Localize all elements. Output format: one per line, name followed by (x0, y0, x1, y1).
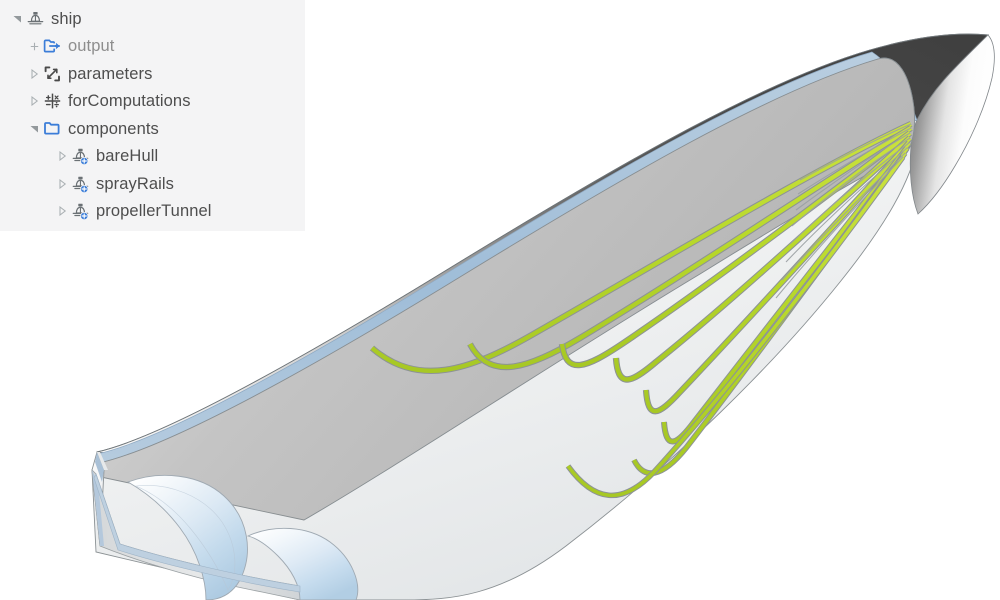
expand-arrow-expanded-icon[interactable] (10, 11, 25, 26)
tree-node-label: ship (51, 9, 82, 28)
plus-marker-icon[interactable] (27, 39, 42, 54)
spray-rail-2 (467, 125, 913, 371)
tree-node-output[interactable]: output (0, 33, 305, 61)
tree-node-label: output (68, 37, 115, 56)
spray-rail-8 (565, 155, 906, 499)
tree-node-barehull[interactable]: bareHull (0, 143, 305, 171)
parameters-resize-icon (43, 64, 65, 84)
ship-add-icon (71, 146, 93, 166)
tree-node-label: propellerTunnel (96, 202, 212, 221)
stern-top-edge (97, 452, 108, 470)
tree-node-forcomputations[interactable]: forComputations (0, 88, 305, 116)
ship-add-icon (71, 174, 93, 194)
spray-rail-3 (558, 130, 912, 369)
math-operators-icon (43, 91, 65, 111)
stern-assembly (91, 450, 359, 600)
ship-icon (26, 9, 48, 29)
tree-node-propellertunnel[interactable]: propellerTunnel (0, 198, 305, 226)
tree-node-sprayrails[interactable]: sprayRails (0, 170, 305, 198)
output-export-icon (43, 36, 65, 56)
tree-node-ship[interactable]: ship (0, 5, 305, 33)
tree-node-label: bareHull (96, 147, 159, 166)
expand-arrow-collapsed-icon[interactable] (27, 94, 42, 109)
expand-arrow-collapsed-icon[interactable] (55, 176, 70, 191)
hull-solid (91, 33, 995, 600)
expand-arrow-collapsed-icon[interactable] (55, 149, 70, 164)
expand-arrow-expanded-icon[interactable] (27, 121, 42, 136)
spray-rail-4 (612, 135, 913, 383)
tree-node-components[interactable]: components (0, 115, 305, 143)
model-tree-panel[interactable]: ship output (0, 0, 305, 231)
spray-rail-1 (369, 121, 913, 374)
tree-node-parameters[interactable]: parameters (0, 60, 305, 88)
expand-arrow-collapsed-icon[interactable] (55, 204, 70, 219)
spray-rail-6 (661, 146, 910, 445)
folder-icon (43, 119, 65, 139)
tree-node-label: components (68, 119, 159, 138)
expand-arrow-collapsed-icon[interactable] (27, 66, 42, 81)
spray-rail-5 (642, 140, 912, 415)
tree-node-label: sprayRails (96, 174, 175, 193)
spray-rails (369, 121, 913, 499)
bow-convergence-lines (775, 123, 912, 299)
tree-node-label: forComputations (68, 92, 191, 111)
ship-add-icon (71, 201, 93, 221)
tree-node-label: parameters (68, 64, 153, 83)
